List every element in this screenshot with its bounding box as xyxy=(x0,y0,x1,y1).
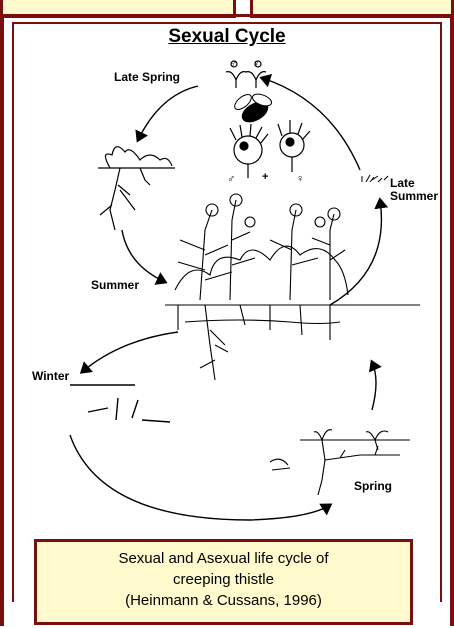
stage-label-winter: Winter xyxy=(32,369,69,383)
arrow-late-summer-to-late-spring xyxy=(262,78,360,170)
arrow-spring-to-summer xyxy=(372,362,376,410)
rosette-plant xyxy=(98,147,175,230)
stage-label-late-spring: Late Spring xyxy=(114,70,180,84)
arrow-rosette-to-summer xyxy=(122,230,165,282)
arrow-summer-to-late-summer xyxy=(330,200,381,305)
arrow-late-spring-to-rosette xyxy=(138,86,198,140)
stage-label-late-summer: Late Summer xyxy=(390,177,438,203)
arrow-winter-to-spring xyxy=(70,435,330,520)
stage-label-spring: Spring xyxy=(354,479,392,493)
caption-box: Sexual and Asexual life cycle of creepin… xyxy=(34,539,413,625)
plus-symbol: + xyxy=(262,171,268,183)
arrow-summer-to-winter xyxy=(82,332,178,372)
caption-line-3: (Heinmann & Cussans, 1996) xyxy=(37,590,410,611)
bee-pollinator xyxy=(232,92,273,126)
caption-line-2: creeping thistle xyxy=(37,569,410,590)
female-symbol-bottom: ♀ xyxy=(296,173,304,185)
winter-root-fragments xyxy=(70,385,170,422)
caption-line-1: Sexual and Asexual life cycle of xyxy=(37,548,410,569)
female-symbol-top: ♀ xyxy=(252,58,260,70)
male-symbol-top: ♂ xyxy=(229,58,237,70)
stage-label-summer: Summer xyxy=(91,278,139,292)
thistle-flower-heads xyxy=(230,120,310,178)
male-symbol-bottom: ♂ xyxy=(227,173,235,185)
seed-heads xyxy=(362,175,388,182)
